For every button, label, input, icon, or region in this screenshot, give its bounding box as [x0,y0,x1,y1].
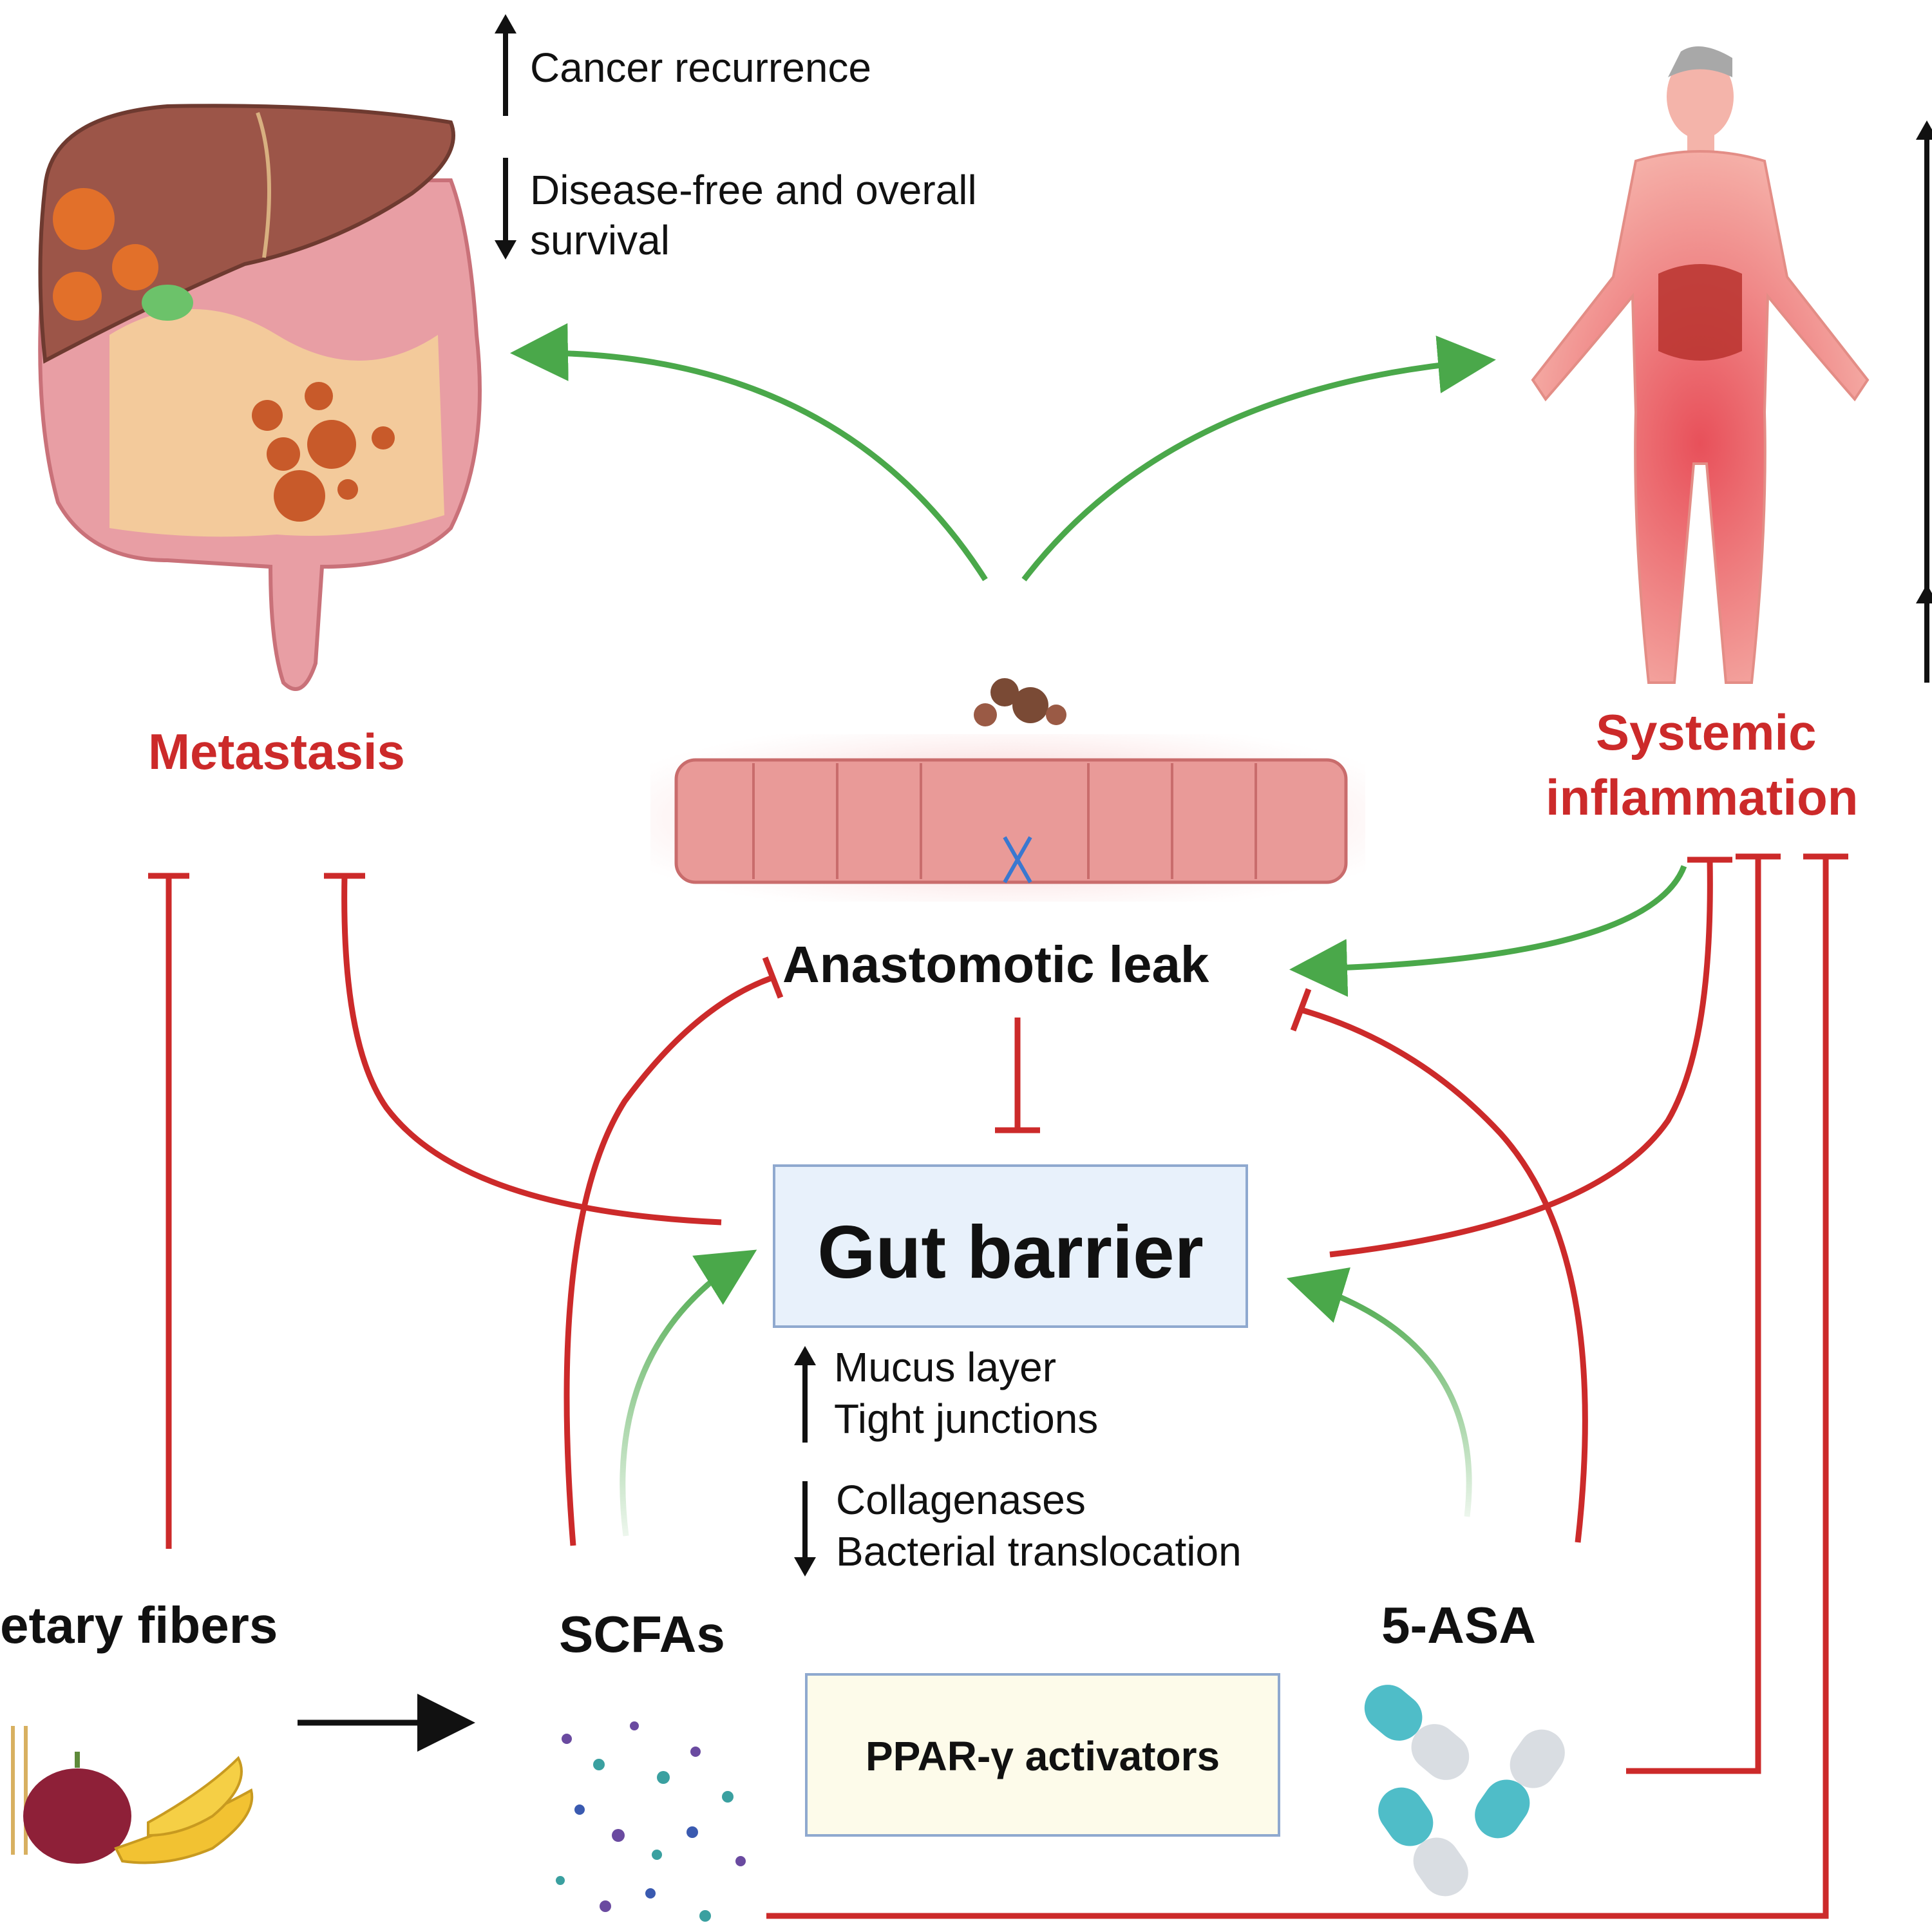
decrease-arrow-icon [495,158,516,260]
systemic-inflammation-label-line1: Systemic [1596,704,1817,761]
right-edge-arrow-icon [1916,120,1932,683]
gut-barrier-box: Gut barrier [773,1164,1248,1328]
increase-arrow-icon [794,1346,816,1443]
fibers-inhibits-metastasis-line [148,873,189,1549]
intestinal-tissue-illustration [650,678,1365,902]
mucus-layer-label: Mucus layer [834,1344,1056,1390]
anastomotic-leak-label: Anastomotic leak [782,936,1209,993]
gut-barrier-inhibits-metastasis-line [324,873,722,1226]
leak-to-inflammation-arrow [1021,336,1496,582]
ppar-activators-box: PPAR-γ activators [805,1673,1280,1837]
ppar-inhibits-inflammation-line [1626,853,1781,1774]
metastasis-label: Metastasis [148,723,405,780]
gut-barrier-label: Gut barrier [817,1210,1204,1294]
scfa-molecules-illustration [556,1721,746,1922]
bacterial-translocation-label: Bacterial translocation [836,1528,1242,1575]
liver-illustration [38,104,455,364]
gut-barrier-inhibits-inflammation-line [1329,857,1732,1258]
tight-junctions-label: Tight junctions [834,1396,1099,1442]
asa-to-gut-barrier-arrow [1286,1267,1472,1517]
dietary-fibers-label: etary fibers [0,1596,278,1654]
scfas-inhibit-leak-line [564,956,784,1546]
leak-inhibits-gut-barrier-line [995,1018,1040,1133]
collagenases-label: Collagenases [836,1477,1086,1523]
five-asa-label: 5-ASA [1381,1596,1537,1654]
cancer-recurrence-label: Cancer recurrence [530,44,871,91]
decrease-arrow-icon [794,1481,816,1577]
human-body-illustration [1531,46,1870,684]
increase-arrow-icon [495,14,516,116]
scfas-inhibit-inflammation-line [766,853,1848,1919]
scfas-to-gut-barrier-arrow [620,1249,757,1537]
leak-to-metastasis-arrow [510,323,988,582]
inflammation-to-leak-arrow [1289,865,1687,997]
survival-label-line1: Disease-free and overall [530,167,977,213]
survival-label-line2: survival [530,217,670,263]
ppar-activators-label: PPAR-γ activators [865,1733,1220,1779]
capsules-illustration [1364,1685,1565,1897]
asa-inhibits-leak-line [1290,988,1588,1543]
food-illustration [11,1726,254,1864]
systemic-inflammation-label-line2: inflammation [1546,769,1859,826]
scfas-label: SCFAs [559,1605,725,1663]
